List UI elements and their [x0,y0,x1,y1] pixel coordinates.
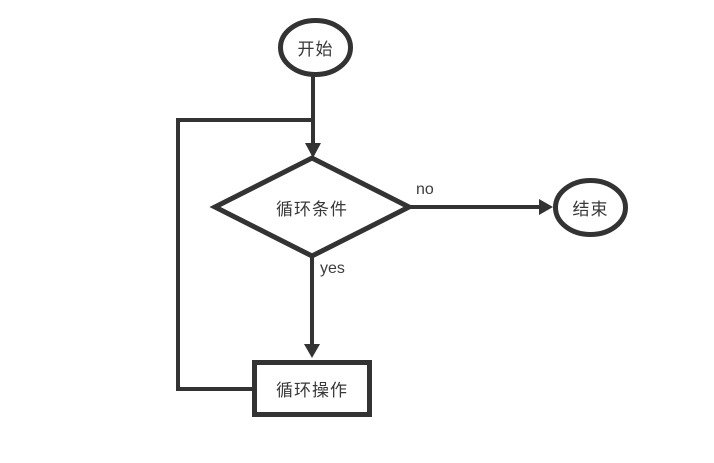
condition-node-shape [209,155,415,259]
start-node-shape [278,18,353,77]
end-node-shape [553,178,628,237]
arrowhead-into-end [539,199,553,215]
edge-operation-loopback [176,118,315,391]
operation-node-shape [252,360,372,417]
arrowhead-into-operation [304,344,320,358]
arrowhead-into-condition [305,143,321,158]
